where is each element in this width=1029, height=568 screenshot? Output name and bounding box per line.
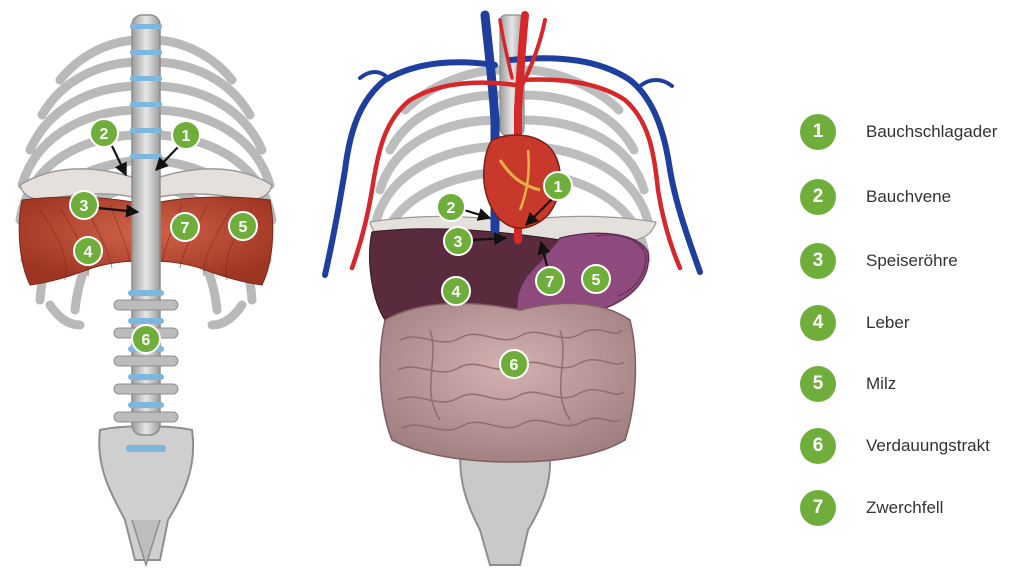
right-marker-5-label: 5	[592, 272, 601, 289]
left-marker-5: 5	[229, 212, 257, 240]
legend-badge-7: 7	[800, 490, 836, 526]
legend-item-7: 7 Zwerchfell	[800, 490, 1029, 526]
legend-label-6: Verdauungstrakt	[866, 436, 990, 456]
right-figure: 1 2 3 7 5 4 6	[325, 15, 700, 565]
left-marker-2: 2	[90, 119, 118, 147]
left-marker-6: 6	[132, 325, 160, 353]
legend-badge-5: 5	[800, 366, 836, 402]
left-marker-2-label: 2	[100, 126, 109, 143]
right-marker-3-label: 3	[454, 234, 463, 251]
right-marker-1: 1	[544, 172, 572, 200]
left-marker-3: 3	[70, 191, 98, 219]
legend-label-7: Zwerchfell	[866, 498, 943, 518]
legend-badge-3: 3	[800, 243, 836, 279]
left-marker-7-label: 7	[181, 220, 190, 237]
right-marker-6-label: 6	[510, 357, 519, 374]
legend-label-4: Leber	[866, 313, 909, 333]
legend-item-1: 1 Bauchschlagader	[800, 114, 1029, 150]
legend-label-2: Bauchvene	[866, 187, 951, 207]
left-figure: 2 1 3 7 5 4 6	[19, 15, 273, 565]
legend-label-5: Milz	[866, 374, 896, 394]
left-marker-5-label: 5	[239, 219, 248, 236]
right-marker-2: 2	[437, 193, 465, 221]
right-marker-7-label: 7	[546, 274, 555, 291]
legend-item-4: 4 Leber	[800, 305, 1029, 341]
legend-label-1: Bauchschlagader	[866, 122, 997, 142]
left-marker-1: 1	[172, 121, 200, 149]
right-marker-2-label: 2	[447, 200, 456, 217]
left-marker-4: 4	[74, 237, 102, 265]
right-marker-4-label: 4	[452, 284, 461, 301]
legend-badge-4: 4	[800, 305, 836, 341]
legend-badge-2: 2	[800, 179, 836, 215]
right-marker-4: 4	[442, 277, 470, 305]
left-marker-4-label: 4	[84, 244, 93, 261]
legend-item-2: 2 Bauchvene	[800, 179, 1029, 215]
right-marker-5: 5	[582, 265, 610, 293]
right-marker-7: 7	[536, 267, 564, 295]
legend-badge-6: 6	[800, 428, 836, 464]
legend-item-6: 6 Verdauungstrakt	[800, 428, 1029, 464]
right-marker-3: 3	[444, 227, 472, 255]
left-marker-1-label: 1	[182, 128, 191, 145]
left-marker-6-label: 6	[142, 332, 151, 349]
left-marker-3-label: 3	[80, 198, 89, 215]
legend-item-3: 3 Speiseröhre	[800, 243, 1029, 279]
left-marker-7: 7	[171, 213, 199, 241]
legend-badge-1: 1	[800, 114, 836, 150]
legend-label-3: Speiseröhre	[866, 251, 958, 271]
legend-item-5: 5 Milz	[800, 366, 1029, 402]
right-marker-6: 6	[500, 350, 528, 378]
right-intestines	[380, 303, 635, 462]
right-marker-1-label: 1	[554, 179, 563, 196]
